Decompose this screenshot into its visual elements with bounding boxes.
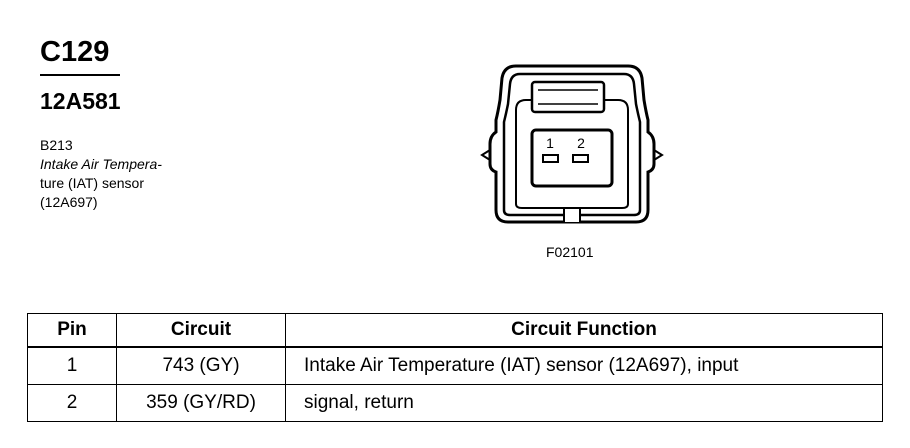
component-info: B213 Intake Air Tempera- ture (IAT) sens… [40, 136, 162, 212]
terminal-1 [542, 154, 559, 163]
header-circuit-function: Circuit Function [285, 313, 883, 348]
housing-outer [488, 64, 656, 224]
side-clip-left [480, 149, 491, 161]
housing-inner [515, 99, 629, 209]
cell-pin: 2 [27, 384, 117, 422]
component-desc-line3: (12A697) [40, 194, 98, 210]
pinout-table: Pin Circuit Circuit Function 1 743 (GY) … [27, 313, 883, 422]
connector-id: C129 [40, 36, 110, 68]
cell-function: Intake Air Temperature (IAT) sensor (12A… [285, 346, 883, 385]
bottom-notch [563, 207, 581, 222]
cell-function: signal, return [285, 384, 883, 422]
side-clip-right [653, 149, 664, 161]
connector-face-drawing: 1 2 [480, 64, 664, 224]
component-code: B213 [40, 137, 73, 153]
connector-id-underline [40, 74, 120, 76]
component-desc-line1: Intake Air Tempera- [40, 156, 162, 172]
cell-pin: 1 [27, 346, 117, 385]
housing-middle [502, 72, 642, 217]
pin-label-1: 1 [546, 135, 554, 151]
component-desc-line2: ture (IAT) sensor [40, 175, 144, 191]
header-pin: Pin [27, 313, 117, 348]
cell-circuit: 743 (GY) [116, 346, 286, 385]
connector-diagram: 1 2 [468, 60, 678, 235]
table-row: 2 359 (GY/RD) signal, return [27, 384, 883, 422]
terminal-2 [572, 154, 589, 163]
pin-label-2: 2 [577, 135, 585, 151]
table-row: 1 743 (GY) Intake Air Temperature (IAT) … [27, 346, 883, 385]
cell-circuit: 359 (GY/RD) [116, 384, 286, 422]
figure-code: F02101 [546, 244, 594, 260]
table-header-row: Pin Circuit Circuit Function [27, 313, 883, 348]
header-circuit: Circuit [116, 313, 286, 348]
locking-tab [530, 80, 606, 114]
part-number: 12A581 [40, 88, 121, 114]
